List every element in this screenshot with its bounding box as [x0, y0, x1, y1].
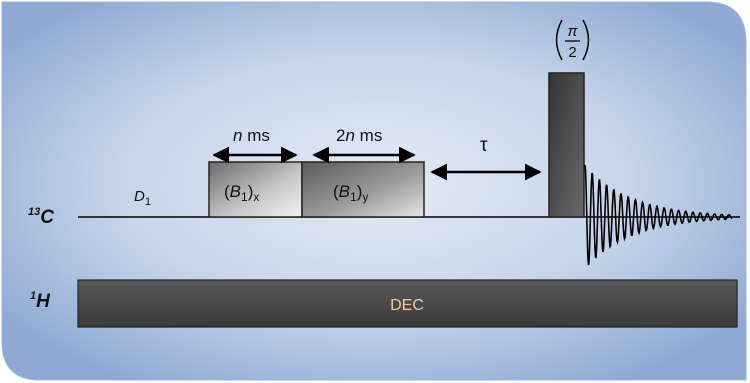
decoupling-bar [77, 279, 738, 328]
pulse-b1-x-label: (B1)x [224, 182, 259, 204]
pulse-angle-label: π 2 [555, 19, 590, 61]
carbon-channel-label: 13C [28, 206, 54, 228]
tau-label: τ [480, 135, 488, 156]
fid-signal [584, 164, 733, 266]
pulse-b1-y-label: (B1)y [333, 182, 368, 204]
decoupling-label: DEC [390, 297, 424, 314]
pulse-pi-half [548, 72, 585, 218]
proton-mass-number: 1 [30, 290, 36, 302]
proton-channel-label: 1H [30, 290, 51, 312]
carbon-element: C [40, 207, 54, 228]
duration-y-label: 2n ms [336, 126, 382, 145]
carbon-mass-number: 13 [28, 206, 40, 218]
delay-label: D1 [134, 188, 151, 208]
pulse-angle-denominator: 2 [568, 44, 576, 61]
pulse-b1-y [301, 161, 425, 218]
duration-x-label: n ms [233, 126, 270, 145]
proton-element: H [36, 291, 51, 312]
pulse-angle-numerator: π [567, 23, 578, 40]
